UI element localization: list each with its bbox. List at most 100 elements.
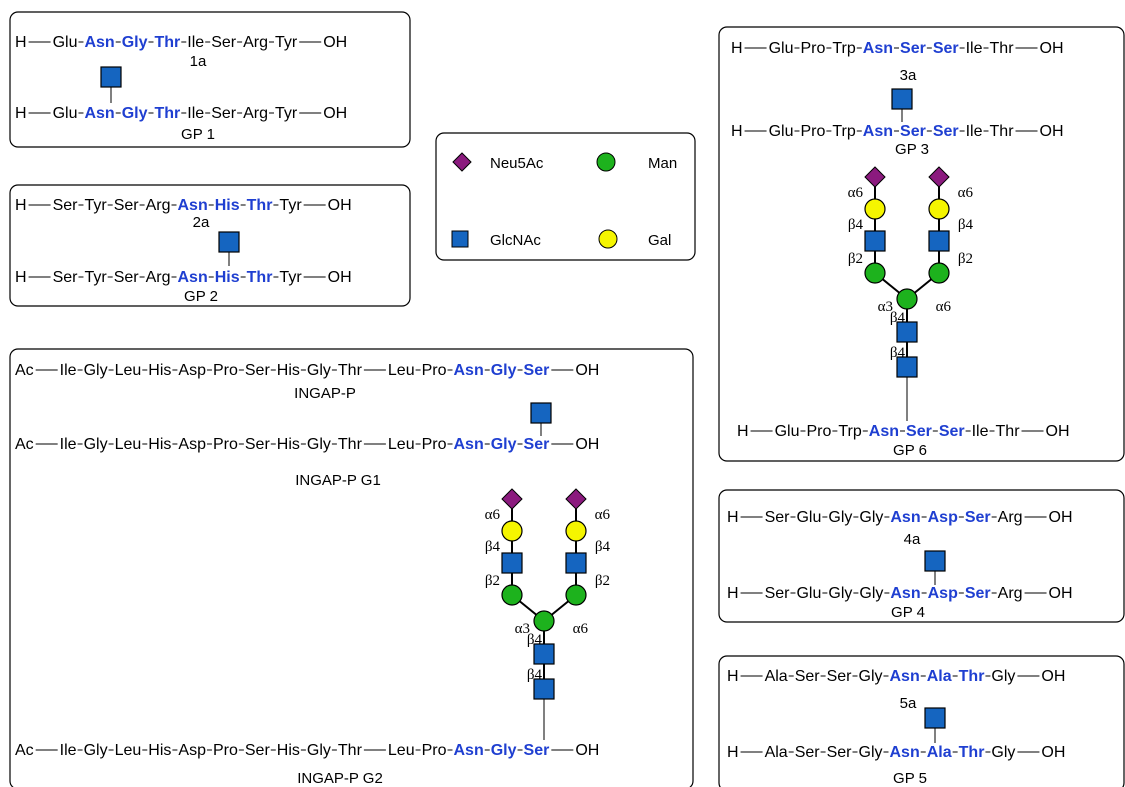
residue: H [731, 40, 743, 57]
man-icon [533, 610, 555, 632]
label-gp4: GP 4 [891, 604, 925, 621]
panel-gp5 [718, 655, 1125, 787]
residue: Pro [800, 40, 825, 57]
residue: Asn [890, 668, 920, 685]
residue: Asp [178, 742, 206, 759]
glcnac-legend-icon [451, 230, 469, 248]
glcnac-attachment-gp4 [924, 550, 946, 585]
label-3a: 3a [900, 67, 917, 84]
glcnac-icon [218, 231, 240, 253]
residue: Asn [890, 585, 920, 602]
glcnac-icon [533, 678, 555, 700]
neu5ac-icon [565, 488, 587, 510]
linkage-label: β2 [485, 573, 500, 589]
residue: Arg [146, 197, 171, 214]
residue: Asn [890, 744, 920, 761]
residue: Ile [966, 40, 983, 57]
residue: Pro [422, 436, 447, 453]
residue: Ser [245, 362, 271, 379]
residue: Thr [996, 423, 1021, 440]
residue: Ac [15, 362, 34, 379]
linkage-label: α6 [595, 507, 611, 523]
panel-gp4 [718, 489, 1125, 623]
linkage-label: β4 [485, 539, 501, 555]
glcnac-attachment-gp2 [218, 231, 240, 266]
residue: Trp [832, 123, 856, 140]
residue: Arg [998, 509, 1023, 526]
gal-legend-icon [598, 229, 618, 249]
residue: Gly [307, 362, 331, 379]
residue: Gly [84, 742, 108, 759]
residue: Ser [795, 744, 821, 761]
residue: Asn [178, 269, 208, 286]
residue: Ile [60, 742, 77, 759]
residue: Tyr [84, 269, 107, 286]
residue: Tyr [275, 105, 298, 122]
residue: Pro [213, 436, 238, 453]
linkage-label: β2 [595, 573, 610, 589]
residue: Ser [900, 40, 926, 57]
residue: Pro [422, 362, 447, 379]
glcnac-attachment-gp5 [924, 707, 946, 743]
residue: Ile [60, 362, 77, 379]
residue: Leu [115, 436, 142, 453]
residue: Asn [178, 197, 208, 214]
glcnac-icon [928, 230, 950, 252]
neu5ac-legend-icon [452, 152, 472, 172]
man-icon [864, 262, 886, 284]
residue: Thr [338, 436, 363, 453]
residue: His [277, 742, 300, 759]
residue: Ser [933, 123, 959, 140]
linkage-label: β4 [890, 345, 906, 361]
residue: Ala [765, 744, 788, 761]
residue: Ser [53, 197, 79, 214]
label-2a: 2a [193, 214, 210, 231]
residue: Ser [245, 742, 271, 759]
residue: Tyr [279, 197, 302, 214]
residue: Pro [800, 123, 825, 140]
linkage-label: α3 [878, 299, 893, 315]
residue: OH [575, 742, 599, 759]
glcnac-icon [896, 321, 918, 343]
residue: Ser [795, 668, 821, 685]
glcnac-icon [864, 230, 886, 252]
label-gp3: GP 3 [895, 141, 929, 158]
gal-icon [565, 520, 587, 542]
linkage-label: α6 [848, 185, 864, 201]
residue: Asn [890, 509, 920, 526]
residue: Glu [796, 585, 821, 602]
residue: Gly [991, 744, 1015, 761]
glcnac-icon [565, 552, 587, 574]
residue: Asn [454, 436, 484, 453]
linkage-label: α6 [573, 621, 589, 637]
residue: Ala [927, 668, 952, 685]
glcnac-icon [896, 356, 918, 378]
residue: Gly [122, 34, 148, 51]
residue: Gly [122, 105, 148, 122]
residue: Pro [422, 742, 447, 759]
residue: Ser [53, 269, 79, 286]
residue: OH [1041, 744, 1065, 761]
linkage-label: β4 [958, 217, 974, 233]
residue: Asn [84, 34, 114, 51]
linkage-label: β4 [595, 539, 611, 555]
man-legend-icon [596, 152, 616, 172]
legend-man: Man [648, 155, 677, 172]
residue: Ile [187, 105, 204, 122]
residue: Ala [765, 668, 788, 685]
residue: OH [1041, 668, 1065, 685]
linkage-label: β4 [890, 310, 906, 326]
residue: Gly [491, 362, 517, 379]
residue: H [727, 744, 739, 761]
residue: Tyr [279, 269, 302, 286]
residue: Gly [828, 509, 852, 526]
label-ingap-p-g2: INGAP-P G2 [297, 770, 383, 787]
